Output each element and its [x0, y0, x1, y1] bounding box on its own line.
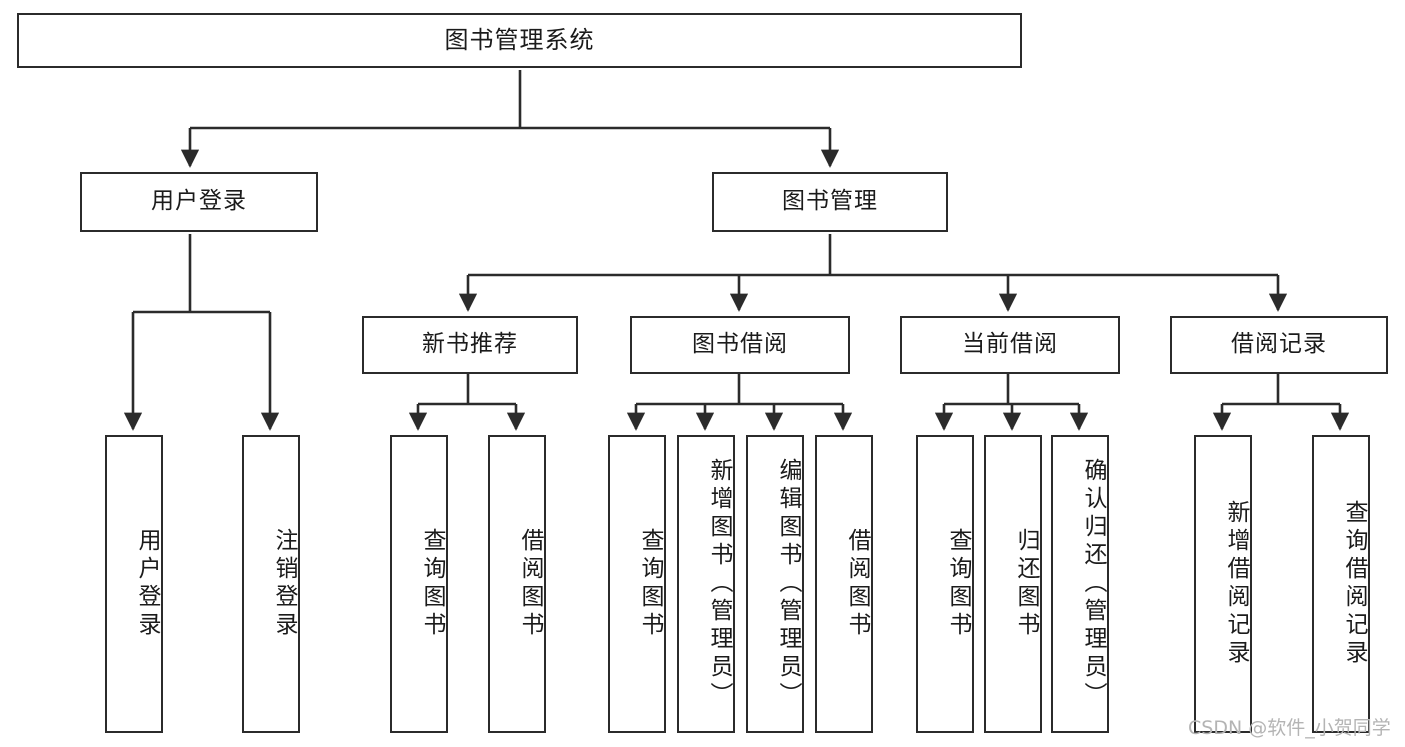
node-borrow-record[interactable]: 借阅记录 [1170, 316, 1388, 374]
leaf-add-book-admin[interactable]: 新增图书（管理员） [677, 435, 735, 733]
leaf-query-book-current[interactable]: 查询图书 [916, 435, 974, 733]
leaf-query-book-borrow[interactable]: 查询图书 [608, 435, 666, 733]
node-user-login[interactable]: 用户登录 [80, 172, 318, 232]
node-book-manage[interactable]: 图书管理 [712, 172, 948, 232]
leaf-label: 借阅图书 [517, 528, 543, 640]
leaf-add-borrow-record[interactable]: 新增借阅记录 [1194, 435, 1252, 733]
leaf-label: 确认归还（管理员） [1080, 458, 1106, 710]
leaf-label: 借阅图书 [844, 528, 870, 640]
leaf-label: 用户登录 [134, 528, 160, 640]
leaf-label: 查询借阅记录 [1341, 500, 1367, 668]
leaf-user-login[interactable]: 用户登录 [105, 435, 163, 733]
leaf-label: 编辑图书（管理员） [775, 458, 801, 710]
leaf-logout-login[interactable]: 注销登录 [242, 435, 300, 733]
leaf-label: 归还图书 [1013, 528, 1039, 640]
leaf-label: 查询图书 [637, 528, 663, 640]
node-book-borrow[interactable]: 图书借阅 [630, 316, 850, 374]
leaf-confirm-return-admin[interactable]: 确认归还（管理员） [1051, 435, 1109, 733]
leaf-edit-book-admin[interactable]: 编辑图书（管理员） [746, 435, 804, 733]
leaf-label: 新增图书（管理员） [706, 458, 732, 710]
leaf-label: 注销登录 [271, 528, 297, 640]
leaf-query-borrow-record[interactable]: 查询借阅记录 [1312, 435, 1370, 733]
csdn-watermark: CSDN @软件_小贺同学 [1188, 717, 1391, 739]
leaf-borrow-book-borrow[interactable]: 借阅图书 [815, 435, 873, 733]
node-current-borrow[interactable]: 当前借阅 [900, 316, 1120, 374]
leaf-query-book-recommend[interactable]: 查询图书 [390, 435, 448, 733]
leaf-label: 查询图书 [419, 528, 445, 640]
leaf-return-book[interactable]: 归还图书 [984, 435, 1042, 733]
leaf-label: 查询图书 [945, 528, 971, 640]
leaf-label: 新增借阅记录 [1223, 500, 1249, 668]
node-root-system[interactable]: 图书管理系统 [17, 13, 1022, 68]
leaf-borrow-book-recommend[interactable]: 借阅图书 [488, 435, 546, 733]
node-new-book-recommend[interactable]: 新书推荐 [362, 316, 578, 374]
